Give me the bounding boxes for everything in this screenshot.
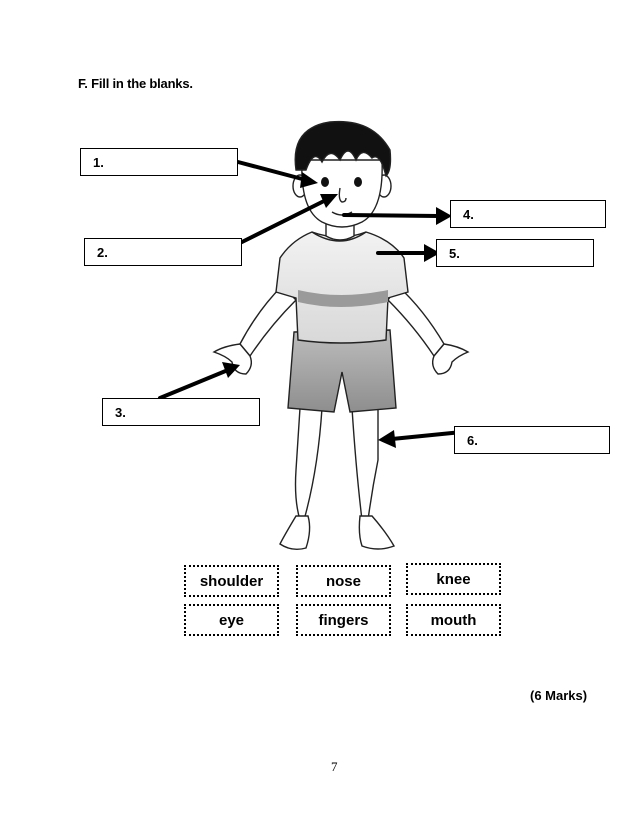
- blank-5-label: 5.: [449, 245, 460, 261]
- blank-1-label: 1.: [93, 154, 104, 170]
- word-label: shoulder: [199, 572, 264, 590]
- blank-3[interactable]: 3.: [102, 398, 260, 426]
- word-label: eye: [218, 611, 245, 629]
- word-bank-nose: nose: [296, 565, 391, 597]
- blank-4[interactable]: 4.: [450, 200, 606, 228]
- word-label: nose: [325, 572, 361, 590]
- blank-2-label: 2.: [97, 244, 108, 260]
- word-label: fingers: [318, 611, 369, 629]
- page-number: 7: [331, 759, 338, 774]
- word-label: knee: [436, 570, 471, 588]
- word-bank-eye: eye: [184, 604, 279, 636]
- blank-3-label: 3.: [115, 404, 126, 420]
- word-bank-shoulder: shoulder: [184, 565, 279, 597]
- word-bank-fingers: fingers: [296, 604, 391, 636]
- blank-4-label: 4.: [463, 206, 474, 222]
- blank-6[interactable]: 6.: [454, 426, 610, 454]
- blank-1[interactable]: 1.: [80, 148, 238, 176]
- blank-5[interactable]: 5.: [436, 239, 594, 267]
- word-bank-knee: knee: [406, 563, 501, 595]
- blank-2[interactable]: 2.: [84, 238, 242, 266]
- marks-label: (6 Marks): [530, 688, 588, 703]
- exercise-heading: F. Fill in the blanks.: [78, 76, 193, 91]
- word-label: mouth: [430, 611, 477, 629]
- word-bank-mouth: mouth: [406, 604, 501, 636]
- blank-6-label: 6.: [467, 432, 478, 448]
